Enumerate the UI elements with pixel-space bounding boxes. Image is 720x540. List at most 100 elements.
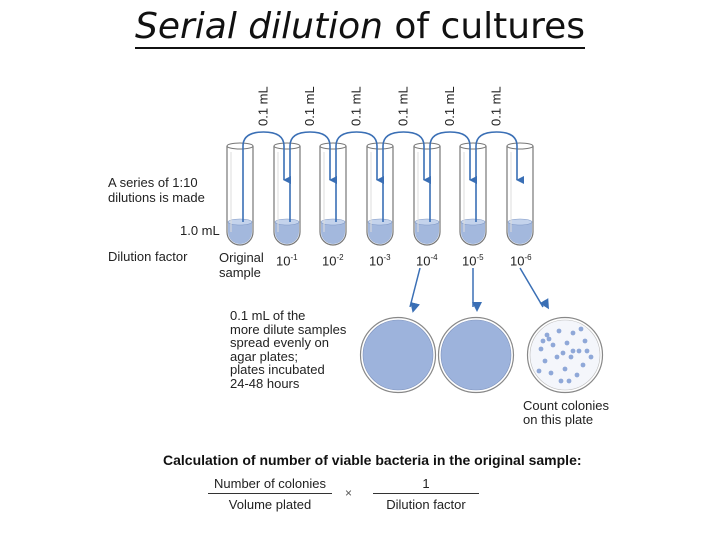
- tube-liquid-surface: [227, 218, 253, 226]
- fraction2-numerator: 1: [422, 476, 430, 491]
- tube-outline: [319, 146, 347, 246]
- tube-liquid: [321, 222, 345, 244]
- colony: [556, 328, 562, 334]
- test-tube: [319, 142, 347, 246]
- factor-exponent: -6: [524, 253, 532, 262]
- plating-text-line: plates incubated: [230, 362, 325, 377]
- transfer-arrow-path: [475, 131, 524, 222]
- tube-outline: [459, 146, 487, 246]
- factor-base: 10: [276, 253, 291, 269]
- tube-outline: [226, 146, 254, 246]
- colony: [574, 372, 580, 378]
- transfer-arrow-path: [429, 131, 477, 222]
- colony: [562, 366, 568, 372]
- fraction1-denominator: Volume plated: [228, 497, 312, 512]
- colony: [588, 354, 594, 360]
- colony: [550, 342, 556, 348]
- transfer-arrow: 0.1 mL: [289, 86, 337, 222]
- tube-outline: [366, 146, 394, 246]
- colony: [540, 338, 546, 344]
- factor-exponent: -1: [290, 253, 298, 262]
- factor-base: 10: [369, 253, 384, 269]
- calculation-heading: Calculation of number of viable bacteria…: [163, 452, 582, 468]
- colony: [554, 354, 560, 360]
- factor-exponent: -5: [476, 253, 484, 262]
- tube-rim: [226, 142, 254, 150]
- factor-base: 10: [510, 253, 525, 269]
- factor-base: 10: [322, 253, 337, 269]
- tube-rim: [366, 142, 394, 150]
- factor-exponent: -2: [336, 253, 344, 262]
- colony: [580, 362, 586, 368]
- volume-label: 1.0 mL: [180, 223, 220, 238]
- agar-plate: [437, 316, 515, 394]
- tube-rim: [413, 142, 441, 150]
- fraction1-numerator: Number of colonies: [214, 476, 326, 491]
- colony: [570, 348, 576, 354]
- transfer-volume-label: 0.1 mL: [489, 86, 504, 126]
- factor-base: 10: [462, 253, 477, 269]
- dilution-factor-value: 10-2: [322, 250, 344, 268]
- tube-liquid-surface: [460, 218, 486, 226]
- transfer-volume-label: 0.1 mL: [349, 86, 364, 126]
- colony: [570, 330, 576, 336]
- dilution-factor-value: 10-1: [276, 250, 298, 268]
- tube-liquid-surface: [274, 218, 300, 226]
- tube-liquid: [508, 222, 532, 244]
- transfer-volume-label: 0.1 mL: [302, 86, 317, 126]
- tube-liquid: [415, 222, 439, 244]
- colony: [578, 326, 584, 332]
- colony: [536, 368, 542, 374]
- factor-base: Original: [219, 250, 264, 265]
- transfer-arrow: 0.1 mL: [382, 86, 431, 222]
- test-tube: [413, 142, 441, 246]
- transfer-arrow-path: [242, 131, 291, 222]
- transfer-volume-label: 0.1 mL: [256, 86, 271, 126]
- colony: [582, 338, 588, 344]
- transfer-volume-label: 0.1 mL: [442, 86, 457, 126]
- multiply-sign: ×: [345, 486, 353, 500]
- tube-outline: [413, 146, 441, 246]
- tube-rim: [319, 142, 347, 150]
- tube-liquid-surface: [320, 218, 346, 226]
- transfer-arrow-path: [382, 131, 431, 222]
- colony: [560, 350, 566, 356]
- fraction2-bar: [373, 493, 479, 494]
- colony: [542, 358, 548, 364]
- plating-text-line: agar plates;: [230, 348, 298, 364]
- transfer-arrow: 0.1 mL: [242, 86, 291, 222]
- fraction-colonies-over-volume: Number of colonies Volume plated: [208, 476, 332, 512]
- colony: [548, 370, 554, 376]
- colony: [564, 340, 570, 346]
- factor-line2: sample: [219, 265, 261, 280]
- tube-liquid: [275, 222, 299, 244]
- dilution-factor-value: 10-3: [369, 250, 391, 268]
- plate-agar: [440, 319, 512, 391]
- title-rest: of cultures: [382, 6, 585, 47]
- tube-rim: [506, 142, 534, 150]
- factor-exponent: -3: [383, 253, 391, 262]
- tube-outline: [506, 146, 534, 246]
- tube-liquid: [461, 222, 485, 244]
- colony: [546, 336, 552, 342]
- test-tube: [459, 142, 487, 246]
- dilution-factor-value: 10-5: [462, 250, 484, 268]
- plating-arrow: [519, 267, 549, 310]
- plate-agar: [529, 319, 601, 391]
- colony: [576, 348, 582, 354]
- transfer-arrow: 0.1 mL: [429, 86, 477, 222]
- colony: [544, 332, 550, 338]
- agar-plate: [359, 316, 437, 394]
- series-label-line1: A series of 1:10: [108, 175, 198, 190]
- transfer-volume-label: 0.1 mL: [396, 86, 411, 126]
- test-tube: [366, 142, 394, 246]
- dilution-factor-value: 10-6: [510, 250, 532, 268]
- transfer-arrow: 0.1 mL: [335, 86, 384, 222]
- dilution-factor-label: Dilution factor: [108, 249, 188, 264]
- title-italic: Serial dilution: [135, 6, 383, 47]
- series-label-line2: dilutions is made: [108, 190, 205, 205]
- colony: [566, 378, 572, 384]
- colony: [584, 348, 590, 354]
